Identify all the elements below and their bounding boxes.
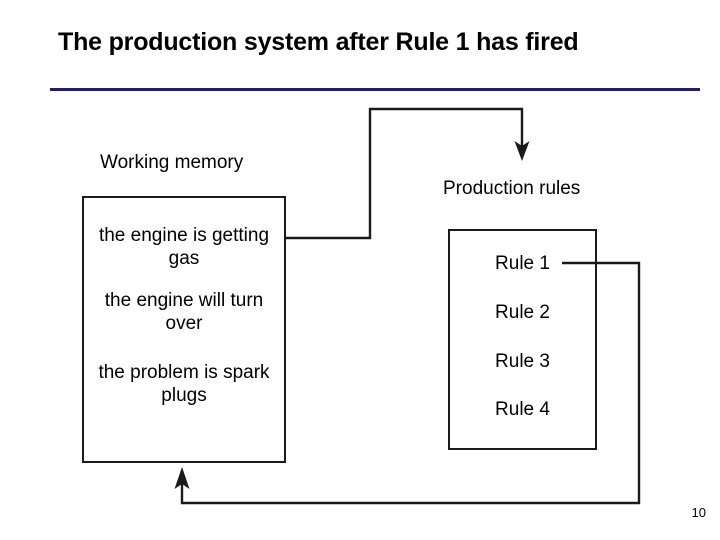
arrowhead-down-icon <box>514 141 530 161</box>
page-title: The production system after Rule 1 has f… <box>58 28 579 56</box>
rule-item-3: Rule 3 <box>495 351 550 372</box>
title-block: The production system after Rule 1 has f… <box>58 26 658 58</box>
production-rules-box: Rule 1 Rule 2 Rule 3 Rule 4 <box>448 229 597 450</box>
title-underline-divider <box>50 88 700 91</box>
arrowhead-up-icon <box>174 467 190 489</box>
working-memory-fact: the engine will turn over <box>104 290 264 335</box>
working-memory-fact: the engine is getting gas <box>98 225 270 270</box>
working-memory-box: the engine is getting gas the engine wil… <box>82 196 286 463</box>
rule-item-4: Rule 4 <box>495 399 550 420</box>
rule-item-1: Rule 1 <box>495 253 550 274</box>
working-memory-label: Working memory <box>100 152 244 173</box>
rule-item-2: Rule 2 <box>495 302 550 323</box>
working-memory-fact: the problem is spark plugs <box>98 362 270 407</box>
production-rules-label: Production rules <box>443 178 581 199</box>
connector-working-memory-to-production-rules <box>286 107 524 240</box>
page-number: 10 <box>691 505 706 520</box>
